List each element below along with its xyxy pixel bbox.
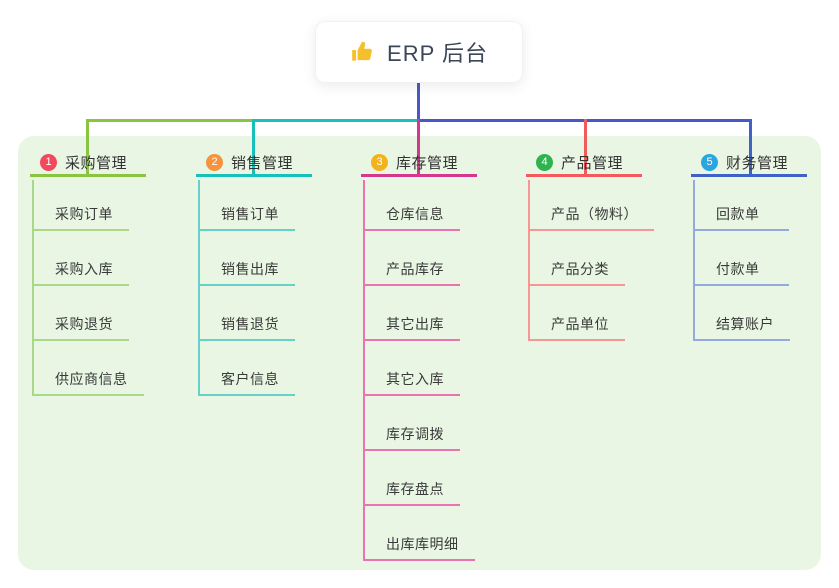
child-label-4-3: 产品单位 — [551, 316, 609, 332]
child-node-1-4[interactable]: 供应商信息 — [32, 368, 144, 396]
child-node-2-4[interactable]: 客户信息 — [198, 368, 295, 396]
branch-2-label: 销售管理 — [231, 154, 294, 172]
child-node-4-1[interactable]: 产品（物料） — [528, 203, 654, 231]
child-node-2-2[interactable]: 销售出库 — [198, 258, 295, 286]
child-label-3-5: 库存调拨 — [386, 426, 444, 442]
rail-mid-teal-line — [253, 119, 418, 122]
child-node-4-3[interactable]: 产品单位 — [528, 313, 625, 341]
child-node-2-1[interactable]: 销售订单 — [198, 203, 295, 231]
child-label-4-2: 产品分类 — [551, 261, 609, 277]
branch-4-label: 产品管理 — [561, 154, 624, 172]
child-node-1-2[interactable]: 采购入库 — [32, 258, 129, 286]
child-node-2-3[interactable]: 销售退货 — [198, 313, 295, 341]
child-label-5-3: 结算账户 — [716, 316, 774, 332]
child-label-3-4: 其它入库 — [386, 371, 444, 387]
root-trunk-line — [417, 83, 420, 119]
branch-1-number-badge: 1 — [40, 153, 57, 171]
child-label-1-4: 供应商信息 — [55, 371, 128, 387]
branch-3-number-badge: 3 — [371, 153, 388, 171]
child-label-3-1: 仓库信息 — [386, 206, 444, 222]
child-node-3-2[interactable]: 产品库存 — [363, 258, 460, 286]
child-label-1-1: 采购订单 — [55, 206, 113, 222]
child-node-5-3[interactable]: 结算账户 — [693, 313, 790, 341]
branch-node-1[interactable]: 1 采购管理 — [30, 150, 146, 177]
child-label-2-1: 销售订单 — [221, 206, 279, 222]
branch-5-label: 财务管理 — [726, 154, 789, 172]
rail-left-green-line — [87, 119, 253, 122]
branch-4-spine-line — [528, 180, 530, 341]
child-node-3-3[interactable]: 其它出库 — [363, 313, 460, 341]
branch-3-drop-line — [417, 119, 420, 177]
branch-5-spine-line — [693, 180, 695, 341]
child-label-3-7: 出库库明细 — [386, 536, 459, 552]
child-label-3-2: 产品库存 — [386, 261, 444, 277]
root-title: ERP 后台 — [387, 41, 488, 66]
child-node-3-6[interactable]: 库存盘点 — [363, 478, 460, 506]
branch-5-number-badge: 5 — [701, 153, 718, 171]
child-label-4-1: 产品（物料） — [551, 206, 638, 222]
child-label-3-3: 其它出库 — [386, 316, 444, 332]
child-label-5-1: 回款单 — [716, 206, 760, 222]
child-node-1-1[interactable]: 采购订单 — [32, 203, 129, 231]
branch-1-drop-line — [86, 119, 89, 177]
child-node-3-4[interactable]: 其它入库 — [363, 368, 460, 396]
branch-3-spine-line — [363, 180, 365, 561]
branch-node-5[interactable]: 5 财务管理 — [691, 150, 807, 177]
branch-2-number-badge: 2 — [206, 153, 223, 171]
branch-3-label: 库存管理 — [396, 154, 459, 172]
branches-panel — [18, 136, 821, 570]
child-node-5-1[interactable]: 回款单 — [693, 203, 789, 231]
branch-node-3[interactable]: 3 库存管理 — [361, 150, 477, 177]
child-node-3-1[interactable]: 仓库信息 — [363, 203, 460, 231]
branch-2-drop-line — [252, 119, 255, 177]
child-label-2-2: 销售出库 — [221, 261, 279, 277]
child-label-3-6: 库存盘点 — [386, 481, 444, 497]
branch-node-4[interactable]: 4 产品管理 — [526, 150, 642, 177]
child-node-5-2[interactable]: 付款单 — [693, 258, 789, 286]
branch-node-2[interactable]: 2 销售管理 — [196, 150, 312, 177]
child-node-4-2[interactable]: 产品分类 — [528, 258, 625, 286]
branch-5-drop-line — [749, 119, 752, 177]
root-node-erp[interactable]: ERP 后台 — [315, 21, 523, 83]
child-label-1-3: 采购退货 — [55, 316, 113, 332]
child-label-5-2: 付款单 — [716, 261, 760, 277]
child-label-2-4: 客户信息 — [221, 371, 279, 387]
branch-2-spine-line — [198, 180, 200, 396]
thumbs-up-icon — [350, 39, 376, 65]
child-node-3-7[interactable]: 出库库明细 — [363, 533, 475, 561]
child-node-1-3[interactable]: 采购退货 — [32, 313, 129, 341]
child-label-1-2: 采购入库 — [55, 261, 113, 277]
child-label-2-3: 销售退货 — [221, 316, 279, 332]
branch-4-number-badge: 4 — [536, 153, 553, 171]
child-node-3-5[interactable]: 库存调拨 — [363, 423, 460, 451]
branch-1-label: 采购管理 — [65, 154, 128, 172]
branch-4-drop-line — [584, 119, 587, 177]
branch-1-spine-line — [32, 180, 34, 396]
